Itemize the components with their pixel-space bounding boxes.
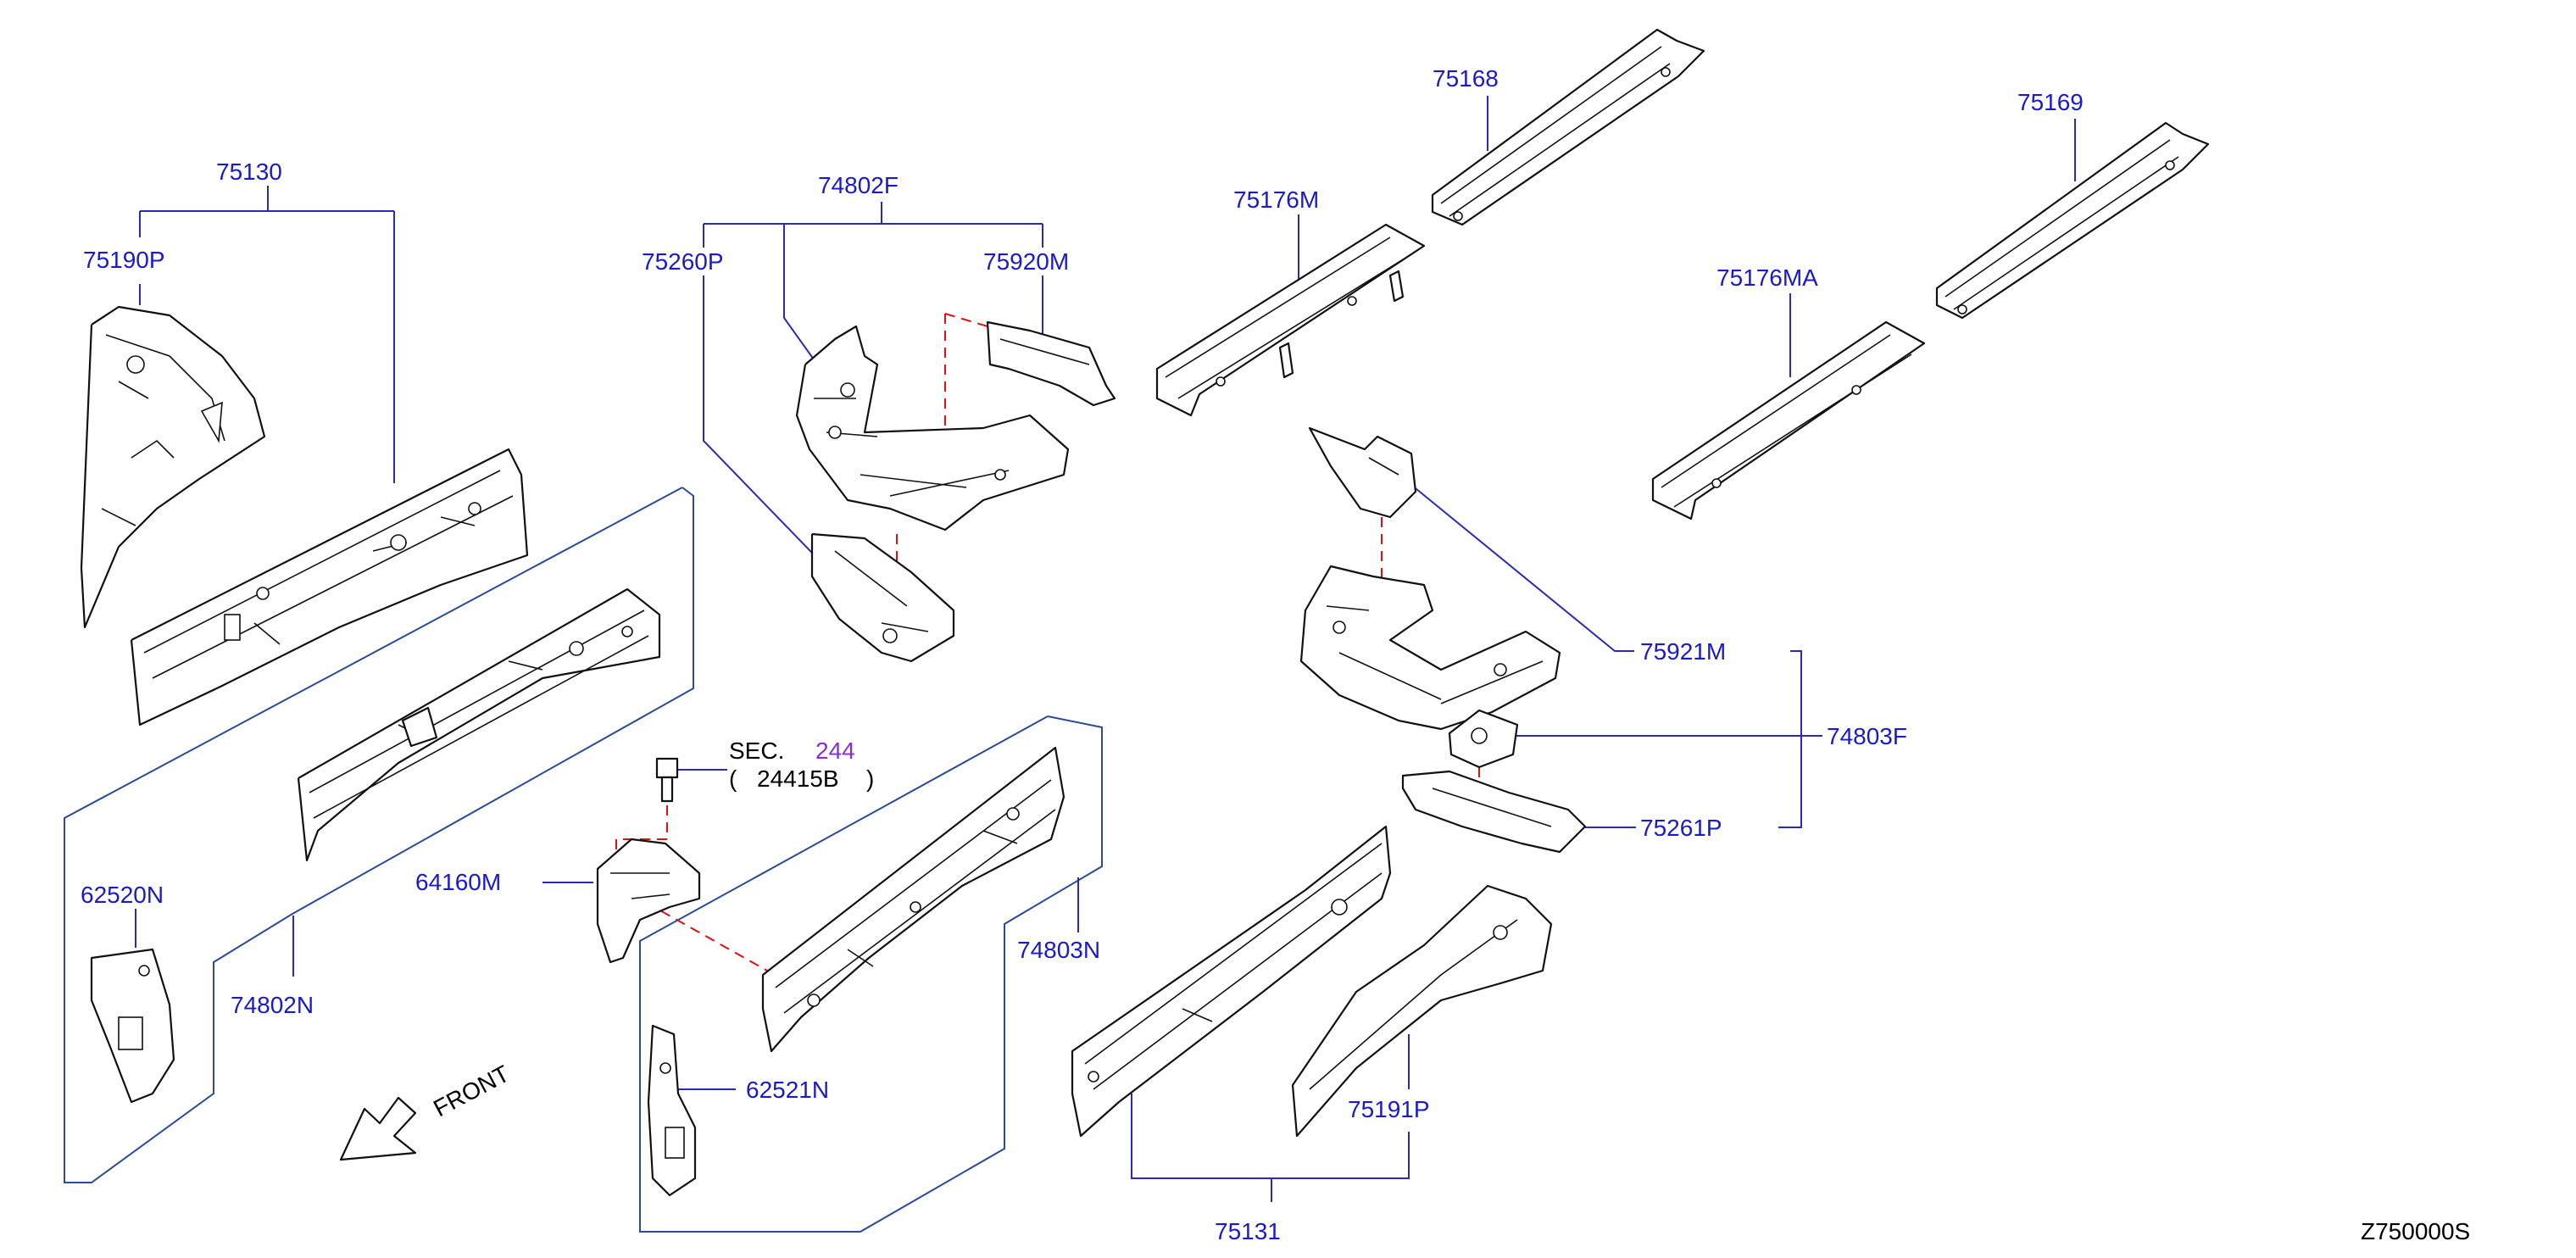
label-64160M: 64160M (415, 869, 501, 895)
label-75190P: 75190P (83, 247, 165, 273)
part-75131 (1071, 825, 1392, 1138)
diagram-id: Z750000S (2361, 1218, 2470, 1244)
part-74803N (761, 746, 1065, 1053)
label-75260P: 75260P (642, 248, 724, 275)
part-74802F (795, 325, 1070, 532)
label-62521N: 62521N (746, 1077, 829, 1103)
part-74802N (297, 587, 661, 862)
part-75920M (986, 320, 1116, 407)
label-74803N: 74803N (1017, 937, 1100, 963)
label-75168: 75168 (1433, 65, 1499, 92)
part-75190P (80, 305, 266, 629)
label-75176M: 75176M (1233, 186, 1319, 213)
part-64160M (596, 838, 701, 964)
group-74803N (639, 715, 1103, 1233)
sec-number: 244 (815, 738, 855, 764)
label-74802N: 74802N (231, 992, 314, 1018)
part-75176MA (1651, 320, 1926, 520)
label-75261P: 75261P (1640, 815, 1722, 841)
bolt-24415B (655, 757, 679, 803)
leader-74802F (703, 202, 1043, 577)
part-75169 (1935, 121, 2210, 320)
sec-part-number: 24415B (757, 765, 839, 792)
front-label: FRONT (429, 1060, 514, 1122)
label-74802F: 74802F (818, 172, 899, 198)
part-62521N (647, 1024, 697, 1197)
front-arrow-icon (339, 1096, 417, 1161)
leader-75921M (1410, 484, 1634, 652)
label-75920M: 75920M (983, 248, 1069, 275)
label-75169: 75169 (2017, 89, 2084, 115)
label-75176MA: 75176MA (1716, 264, 1818, 291)
label-74803F: 74803F (1827, 723, 1907, 749)
part-75191P (1291, 884, 1553, 1138)
sec-paren-open: ( (729, 765, 737, 792)
part-75176M (1155, 223, 1426, 417)
label-62520N: 62520N (81, 882, 164, 908)
part-75130 (130, 448, 529, 726)
part-75168 (1431, 28, 1705, 226)
leader-75130 (139, 186, 395, 483)
leader-75131 (1131, 1094, 1410, 1202)
label-75130: 75130 (216, 159, 282, 185)
group-74802N (64, 487, 694, 1183)
part-75260P (810, 532, 955, 663)
label-75131: 75131 (1215, 1218, 1281, 1244)
part-74803F (1299, 565, 1561, 769)
leader-74803F (1516, 650, 1822, 828)
sec-prefix: SEC. (729, 738, 784, 764)
part-75921M (1308, 426, 1417, 519)
sec-paren-close: ) (866, 765, 874, 792)
label-75921M: 75921M (1640, 638, 1726, 665)
part-62520N (90, 948, 175, 1104)
part-75261P (1401, 770, 1587, 854)
label-75191P: 75191P (1348, 1096, 1430, 1122)
